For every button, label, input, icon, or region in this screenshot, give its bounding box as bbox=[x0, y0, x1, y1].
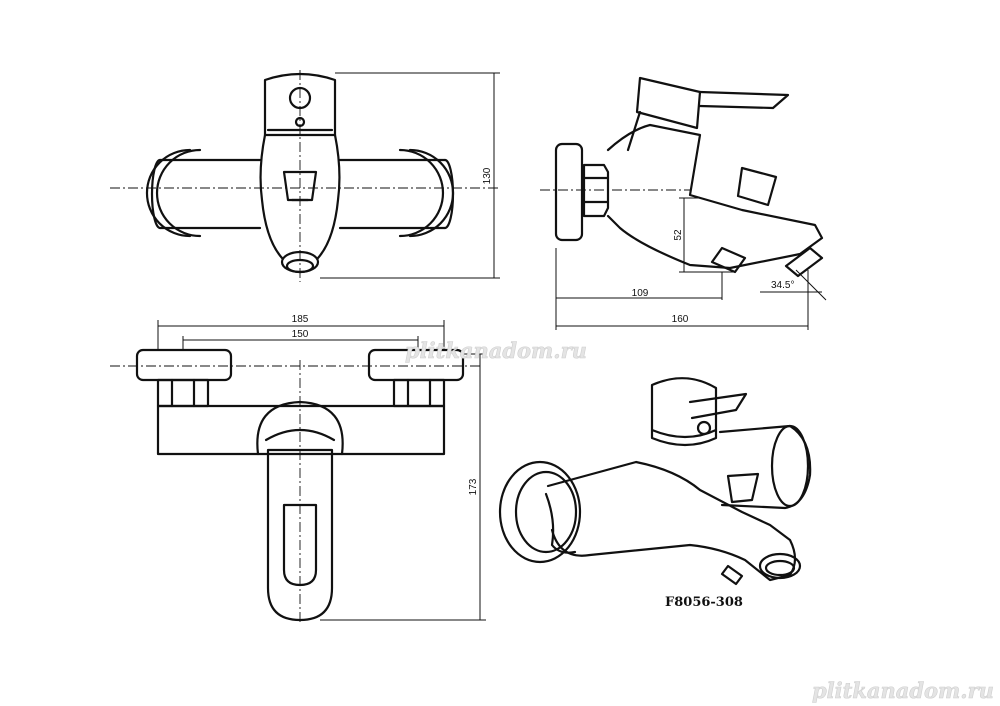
dim-130-label: 130 bbox=[482, 167, 493, 184]
dim-160-label: 160 bbox=[672, 314, 689, 325]
dim-173-label: 173 bbox=[468, 478, 479, 495]
dim-angle-label: 34.5° bbox=[771, 280, 794, 291]
isometric-view: F8056-308 bbox=[498, 377, 812, 610]
side-view: 52 109 160 34.5° bbox=[540, 76, 827, 330]
dim-109-label: 109 bbox=[632, 288, 649, 299]
watermark-bottom: plitkanadom.ru bbox=[812, 678, 994, 703]
front-view: 130 bbox=[110, 70, 500, 282]
dim-52-label: 52 bbox=[673, 229, 684, 241]
model-code: F8056-308 bbox=[665, 595, 743, 610]
dim-150-label: 150 bbox=[292, 329, 309, 340]
dim-185-label: 185 bbox=[292, 314, 309, 325]
top-view: 185 150 173 bbox=[110, 314, 486, 625]
watermark-center: plitkanadom.ru bbox=[405, 338, 587, 363]
